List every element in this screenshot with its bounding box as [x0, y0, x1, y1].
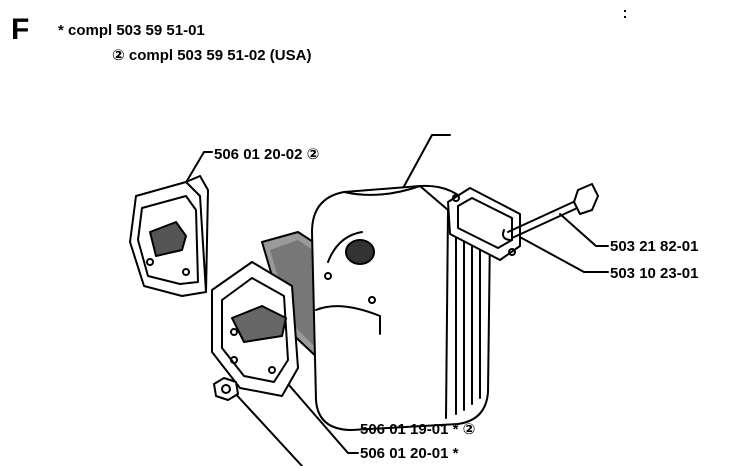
assembly-variant-usa: ② compl 503 59 51-02 (USA) — [112, 47, 312, 64]
leader-bolt — [559, 213, 609, 247]
leader-gasket — [517, 235, 609, 273]
leader-nut — [231, 389, 303, 466]
assembly-variant-standard: * compl 503 59 51-01 — [58, 22, 205, 39]
part-label-503-21-82-01: 503 21 82-01 — [610, 238, 699, 255]
scan-mark — [624, 16, 626, 18]
part-label-506-01-20-01: 506 01 20-01 * — [360, 445, 459, 462]
cover-usa-part — [129, 175, 209, 297]
part-label-506-01-19-01: 506 01 19-01 * ② — [360, 421, 476, 438]
section-letter: F — [11, 13, 30, 46]
cover-part — [211, 261, 299, 397]
muffler-body-part — [311, 184, 491, 431]
bolt-part — [502, 183, 599, 241]
part-label-506-01-20-02: 506 01 20-02 ② — [214, 146, 320, 163]
part-label-503-10-23-01: 503 10 23-01 — [610, 265, 699, 282]
leader-cover — [261, 353, 359, 454]
scan-mark — [624, 10, 626, 12]
nut-part — [213, 377, 239, 401]
